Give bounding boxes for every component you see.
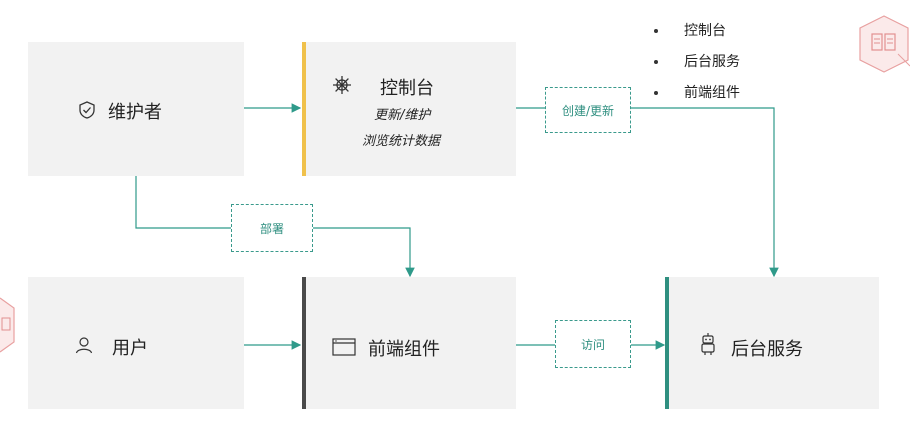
edge-label-deploy: 部署 <box>231 204 313 252</box>
maintainer-label: 维护者 <box>108 102 162 123</box>
backend-node: 后台服务 <box>665 277 879 409</box>
frontend-node: 前端组件 <box>302 277 516 409</box>
console-sub-stats: 浏览统计数据 <box>362 134 441 149</box>
book-deco-icon <box>859 15 910 73</box>
bullet-item: 前端组件 <box>650 78 740 109</box>
console-sub-update: 更新/维护 <box>374 108 431 123</box>
edge-label-visit: 访问 <box>555 320 631 368</box>
bullet-list: 控制台 后台服务 前端组件 <box>650 16 740 109</box>
frontend-label: 前端组件 <box>368 339 440 360</box>
backend-accent-bar <box>665 277 669 409</box>
robot-icon <box>701 333 715 355</box>
shield-icon <box>79 101 95 119</box>
maintainer-node: 维护者 <box>28 42 244 176</box>
hexagon-deco-icon <box>0 297 15 353</box>
frontend-accent-bar <box>302 277 306 409</box>
helm-wheel-icon <box>333 76 351 94</box>
user-icon <box>75 337 93 354</box>
browser-window-icon <box>332 338 356 356</box>
user-node: 用户 <box>28 277 244 409</box>
bullet-item: 控制台 <box>650 16 740 47</box>
console-node: 控制台 更新/维护 浏览统计数据 <box>302 42 516 176</box>
user-label: 用户 <box>112 338 148 359</box>
edge-label-create-update: 创建/更新 <box>545 87 631 133</box>
edge-console-backend <box>516 107 779 278</box>
backend-label: 后台服务 <box>731 339 803 360</box>
bullet-item: 后台服务 <box>650 47 740 78</box>
console-accent-bar <box>302 42 306 176</box>
console-label: 控制台 <box>380 78 434 99</box>
